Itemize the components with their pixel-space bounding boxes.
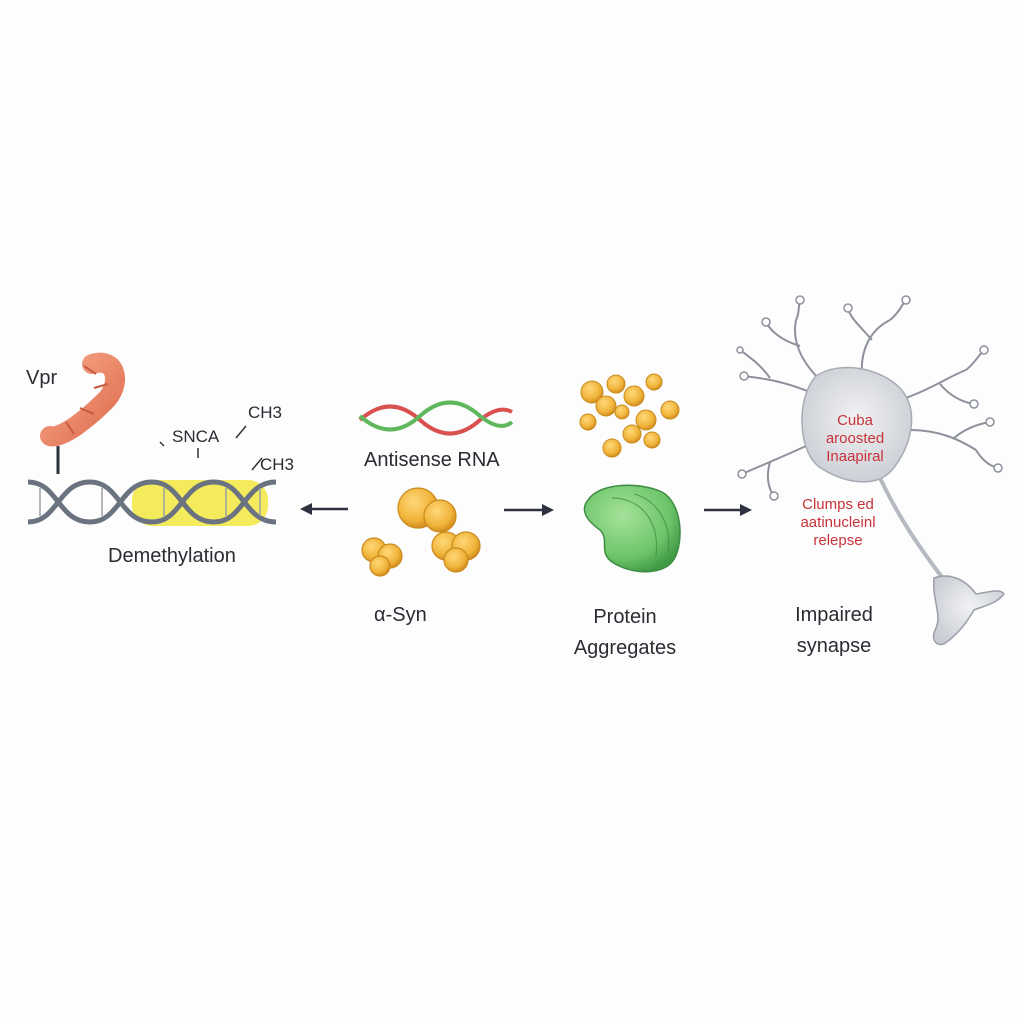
methyl-marks bbox=[159, 425, 263, 471]
impaired-synapse-label: Impaired synapse bbox=[776, 603, 892, 659]
alpha-syn-label: α-Syn bbox=[374, 604, 427, 626]
arrow-right-icon-1 bbox=[504, 504, 554, 516]
protein-label-line1: Protein bbox=[593, 606, 657, 628]
vpr-label: Vpr bbox=[26, 367, 58, 389]
antisense-rna-icon bbox=[358, 400, 514, 436]
neuron-icon bbox=[736, 295, 1005, 646]
antisense-rna-label: Antisense RNA bbox=[364, 449, 500, 471]
neuron-text: Cuba aroosted Inaapiral bbox=[812, 412, 898, 466]
ch3-label-a: CH3 bbox=[248, 403, 283, 422]
alpha-syn-icon bbox=[361, 487, 481, 577]
arrow-right-icon-2 bbox=[704, 504, 752, 516]
snca-label: SNCA bbox=[172, 427, 220, 446]
neuron-text-line3: Inaapiral bbox=[826, 448, 884, 465]
protein-aggregates-label: Protein Aggregates bbox=[562, 605, 688, 661]
clumps-text-line1: Clumps ed bbox=[802, 496, 874, 513]
clumps-text: Clumps ed aatinucleinl relepse bbox=[784, 496, 892, 550]
clumps-text-line3: relepse bbox=[813, 532, 863, 549]
impaired-label-line2: synapse bbox=[796, 635, 872, 657]
arrow-left-icon bbox=[300, 503, 348, 515]
oligomer-cluster-icon bbox=[579, 373, 680, 458]
impaired-label-line1: Impaired bbox=[795, 604, 873, 626]
neuron-text-line2: aroosted bbox=[825, 430, 885, 447]
clumps-text-line2: aatinucleinl bbox=[800, 514, 876, 531]
protein-aggregate-icon bbox=[583, 484, 681, 573]
neuron-text-line1: Cuba bbox=[837, 412, 873, 429]
demethylation-label: Demethylation bbox=[108, 545, 236, 567]
protein-label-line2: Aggregates bbox=[573, 637, 677, 659]
dna-helix-icon bbox=[27, 479, 277, 525]
vpr-protein-icon bbox=[40, 352, 125, 447]
ch3-label-b: CH3 bbox=[260, 455, 295, 474]
